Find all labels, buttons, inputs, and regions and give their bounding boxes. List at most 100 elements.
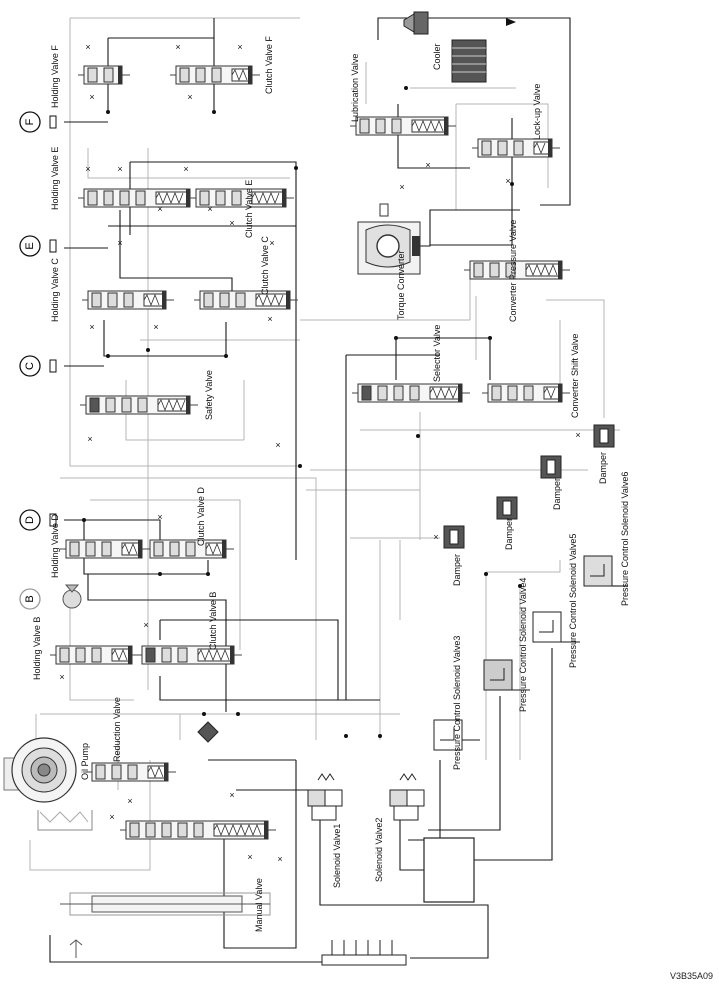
solenoid-valve-1-symbol <box>307 773 343 821</box>
svg-text:×: × <box>187 92 192 102</box>
label-clutch-valve-c: Clutch Valve C <box>260 236 270 295</box>
label-torque-converter: Torque Converter <box>396 250 406 320</box>
reduction-valve <box>86 762 176 782</box>
svg-text:×: × <box>207 204 212 214</box>
line-junctions <box>82 86 522 738</box>
label-pcsv5: Pressure Control Solenoid Valve5 <box>568 534 578 668</box>
damper-3 <box>540 455 562 479</box>
pcsv-4-symbol <box>483 659 513 691</box>
line-crossings: ××××××××××××××××××××××××××××××× <box>59 42 580 864</box>
svg-text:×: × <box>275 440 280 450</box>
label-lubrication-valve: Lubrication Valve <box>350 54 360 122</box>
svg-text:×: × <box>117 164 122 174</box>
svg-text:×: × <box>87 434 92 444</box>
control-unit-box <box>423 837 475 903</box>
svg-text:×: × <box>89 322 94 332</box>
svg-text:×: × <box>505 176 510 186</box>
label-safety-valve: Safety Valve <box>204 370 214 420</box>
label-oil-pump: Oil Pump <box>80 743 90 780</box>
label-solenoid-valve1: Solenoid Valve1 <box>332 824 342 888</box>
label-clutch-valve-d: Clutch Valve D <box>196 487 206 546</box>
label-lockup-valve: Lock-up Valve <box>532 84 542 140</box>
svg-text:×: × <box>143 620 148 630</box>
selector-valve <box>352 383 470 403</box>
component-labels: Holding Valve F Clutch Valve F Holding V… <box>32 36 630 932</box>
label-holding-valve-d: Holding Valve D <box>50 514 60 578</box>
spool-valves <box>50 65 570 840</box>
connector-symbol <box>321 940 407 966</box>
label-reduction-valve: Reduction Valve <box>112 697 122 762</box>
oil-pump-symbol <box>3 737 93 831</box>
cooler-symbol <box>403 11 516 83</box>
manual-valve-symbol <box>60 892 271 958</box>
svg-text:×: × <box>433 532 438 542</box>
svg-text:×: × <box>399 182 404 192</box>
svg-text:×: × <box>153 322 158 332</box>
label-holding-valve-e: Holding Valve E <box>50 147 60 210</box>
svg-text:×: × <box>117 238 122 248</box>
svg-text:×: × <box>175 42 180 52</box>
svg-text:×: × <box>85 42 90 52</box>
svg-text:×: × <box>157 204 162 214</box>
filter-symbol <box>197 721 219 743</box>
dampers <box>443 424 615 549</box>
clutch-d-symbol: D <box>19 509 57 531</box>
clutch-c-symbol: C <box>19 355 57 377</box>
torque-converter-symbol <box>357 203 421 275</box>
label-holding-valve-c: Holding Valve C <box>50 258 60 322</box>
label-solenoid-valve2: Solenoid Valve2 <box>374 818 384 882</box>
label-damper-3: Damper <box>552 478 562 510</box>
label-damper-2: Damper <box>504 518 514 550</box>
svg-text:×: × <box>229 218 234 228</box>
svg-text:×: × <box>575 430 580 440</box>
clutch-valve-b <box>136 645 242 665</box>
label-selector-valve: Selector Valve <box>432 325 442 382</box>
pcsv-6-symbol <box>583 555 613 587</box>
clutch-f-label: F <box>24 118 36 125</box>
converter-pressure-valve <box>464 260 570 280</box>
svg-text:×: × <box>89 92 94 102</box>
clutch-d-label: D <box>24 516 36 524</box>
label-clutch-valve-e: Clutch Valve E <box>244 180 254 238</box>
converter-shift-valve <box>482 383 570 403</box>
lubrication-valve <box>350 116 456 136</box>
damper-4 <box>593 424 615 448</box>
pcsv-3-symbol <box>433 719 463 751</box>
solenoid-valve-2-symbol <box>389 773 425 821</box>
clutch-f-symbol: F <box>19 111 57 133</box>
figure-code: V3B35A09 <box>669 971 713 981</box>
holding-valve-f <box>78 65 130 85</box>
shift-valve-lower <box>120 820 276 840</box>
label-pcsv4: Pressure Control Solenoid Valve4 <box>518 578 528 712</box>
holding-valve-e <box>78 188 198 208</box>
svg-text:×: × <box>109 812 114 822</box>
label-pcsv3: Pressure Control Solenoid Valve3 <box>452 636 462 770</box>
clutch-b-label: B <box>24 595 36 602</box>
svg-text:×: × <box>277 854 282 864</box>
safety-valve <box>80 395 198 415</box>
label-cooler: Cooler <box>432 43 442 70</box>
svg-text:×: × <box>183 164 188 174</box>
label-manual-valve: Manual Valve <box>254 878 264 932</box>
holding-valve-c <box>82 290 174 310</box>
label-clutch-valve-b: Clutch Valve B <box>208 592 218 650</box>
clutch-valve-e <box>190 188 294 208</box>
svg-text:×: × <box>247 852 252 862</box>
svg-text:×: × <box>127 796 132 806</box>
label-damper-1: Damper <box>452 554 462 586</box>
svg-text:×: × <box>237 42 242 52</box>
clutch-c-label: C <box>24 362 36 370</box>
label-clutch-valve-f: Clutch Valve F <box>264 36 274 94</box>
holding-valve-b <box>50 645 140 665</box>
label-converter-pressure-valve: Converter Pressure Valve <box>508 220 518 322</box>
svg-text:×: × <box>157 512 162 522</box>
svg-text:×: × <box>269 238 274 248</box>
pressure-lines <box>49 17 628 963</box>
label-pcsv6: Pressure Control Solenoid Valve6 <box>620 472 630 606</box>
clutch-valve-f <box>170 65 260 85</box>
svg-text:×: × <box>425 160 430 170</box>
label-holding-valve-b: Holding Valve B <box>32 617 42 680</box>
svg-text:×: × <box>267 314 272 324</box>
label-damper-4: Damper <box>598 452 608 484</box>
